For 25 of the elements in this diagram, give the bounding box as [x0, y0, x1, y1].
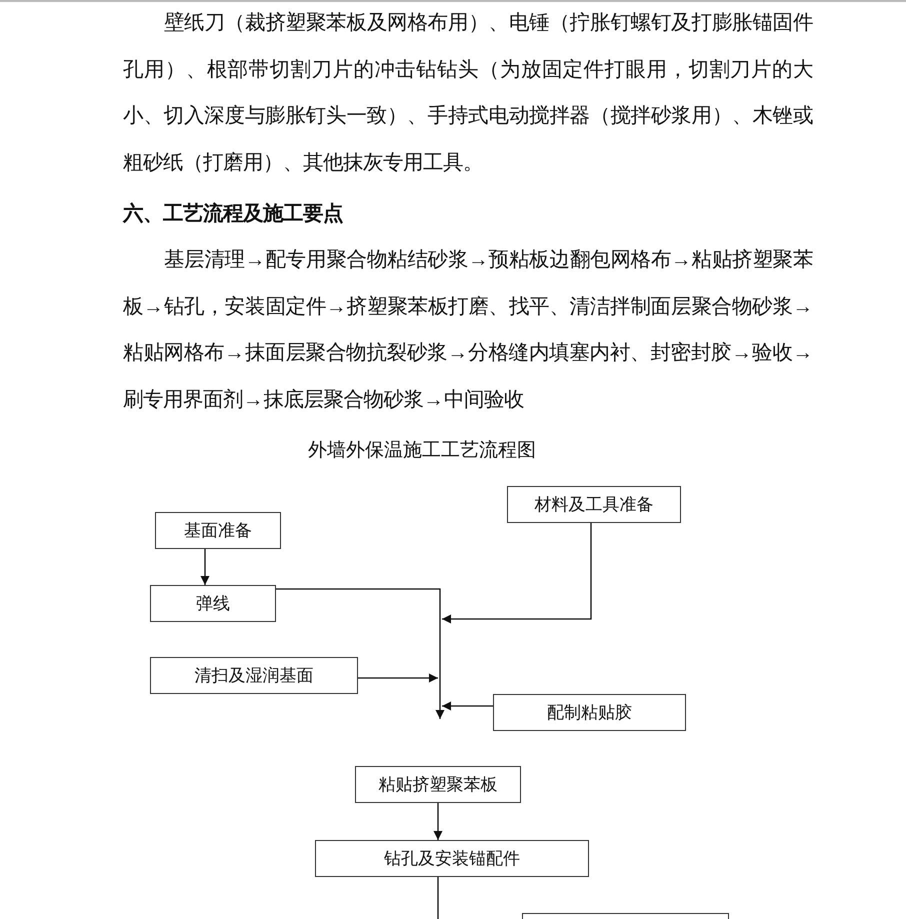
process-box: [155, 512, 281, 549]
process-box: [493, 694, 686, 731]
connector-line: [437, 877, 439, 919]
box-label: 弹线: [196, 593, 230, 615]
process-box: [355, 766, 521, 803]
box-label: 清扫及湿润基面: [194, 665, 314, 687]
box-label: 配制粘贴胶: [547, 702, 632, 724]
section-heading: 六、工艺流程及施工要点: [123, 201, 344, 227]
box-label: 粘贴挤塑聚苯板: [378, 774, 498, 796]
paragraph: 壁纸刀（裁挤塑聚苯板及网格布用）、电锤（拧胀钉螺钉及打膨胀锚固件孔用）、根部带切割刀片的冲击钻钻头（为放固定件打眼用，切割刀片的大小、切入深度与膨胀钉头一致）、手持式电动搅拌器（搅拌砂浆用）、木锉或粗砂纸（打磨用）、其他抹灰专用工具。: [123, 10, 813, 176]
paragraph: 基层清理→配专用聚合物粘结砂浆→预粘板边翻包网格布→粘贴挤塑聚苯板→钻孔，安装固定件→挤塑聚苯板打磨、找平、清洁拌制面层聚合物砂浆→粘贴网格布→抹面层聚合物抗裂砂浆→分格缝内填塞内衬、封密封胶→验收→刷专用界面剂→抹底层聚合物砂浆→中间验收: [123, 248, 813, 412]
box-label: 钻孔及安装锚配件: [384, 848, 520, 870]
arrow: [358, 674, 438, 682]
process-box: [507, 486, 681, 523]
arrow: [276, 588, 444, 719]
arrow: [442, 523, 592, 624]
box-label: 材料及工具准备: [534, 494, 654, 516]
box-label: 基面准备: [184, 520, 252, 542]
arrow: [442, 702, 493, 710]
arrow: [200, 549, 210, 585]
arrow: [434, 803, 442, 840]
flowchart-title: 外墙外保温施工工艺流程图: [307, 439, 537, 463]
process-box: [315, 840, 589, 877]
process-box: [150, 657, 358, 694]
process-box: [150, 585, 276, 622]
